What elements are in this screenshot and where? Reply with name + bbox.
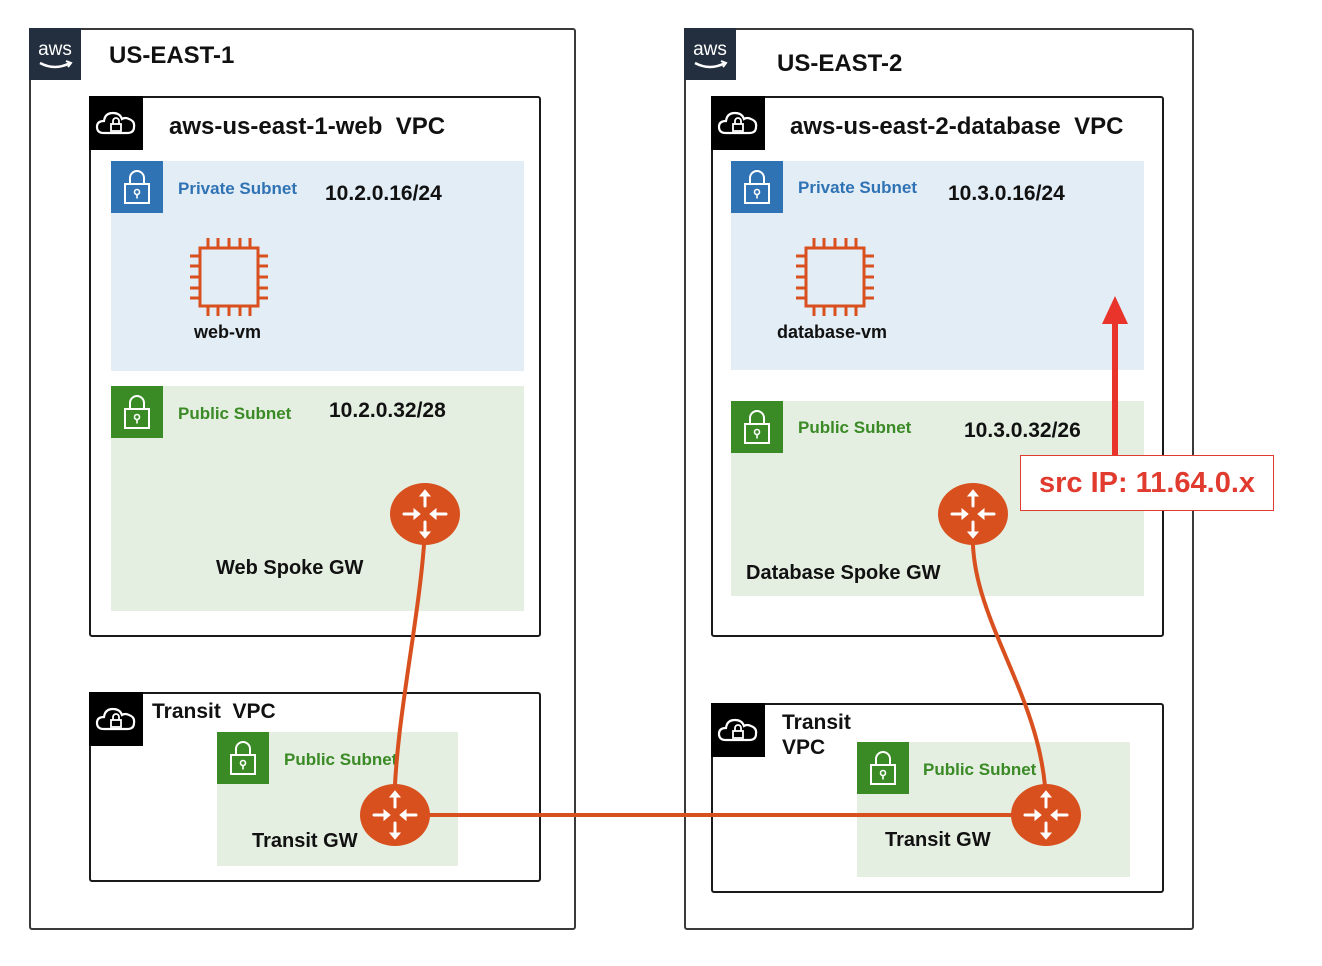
src-ip-annotation: src IP: 11.64.0.x (1020, 455, 1274, 511)
vpc-title: Transit VPC (782, 711, 851, 759)
aws-logo-text: aws (38, 39, 72, 60)
aws-logo-text: aws (693, 39, 727, 60)
padlock-icon (111, 161, 163, 213)
cloud-lock-icon (89, 692, 143, 746)
subnet-label: Public Subnet (798, 418, 912, 437)
subnet-cidr: 10.3.0.16/24 (948, 182, 1065, 205)
region-title: US-EAST-2 (777, 50, 903, 77)
subnet-label: Private Subnet (178, 179, 298, 198)
web-spoke-gw-icon (390, 483, 460, 545)
subnet-cidr: 10.2.0.16/24 (325, 182, 442, 205)
gateway-label: Transit GW (885, 829, 991, 851)
transit-gw-2-icon (1011, 784, 1081, 846)
aws-logo-icon: aws (684, 28, 736, 80)
cloud-lock-icon (711, 96, 765, 150)
subnet-label: Public Subnet (923, 760, 1037, 779)
subnet-cidr: 10.2.0.32/28 (329, 399, 446, 422)
database-spoke-gw-icon (938, 483, 1008, 545)
gateway-label: Database Spoke GW (746, 562, 941, 584)
subnet-cidr: 10.3.0.32/26 (964, 419, 1081, 442)
vm-label: database-vm (777, 322, 888, 342)
private-subnet (111, 161, 524, 371)
gateway-label: Transit GW (252, 830, 358, 852)
vpc-title: aws-us-east-1-web VPC (169, 113, 446, 140)
vm-label: web-vm (194, 322, 262, 342)
aws-logo-icon: aws (29, 28, 81, 80)
region-title: US-EAST-1 (109, 42, 235, 69)
padlock-icon (111, 386, 163, 438)
transit-gw-1-icon (360, 784, 430, 846)
padlock-icon (217, 732, 269, 784)
cloud-lock-icon (711, 703, 765, 757)
subnet-label: Public Subnet (284, 750, 398, 769)
padlock-icon (731, 401, 783, 453)
ec2-chip-icon (190, 238, 268, 316)
padlock-icon (731, 161, 783, 213)
gateway-label: Web Spoke GW (216, 557, 364, 579)
padlock-icon (857, 742, 909, 794)
ec2-chip-icon (796, 238, 874, 316)
subnet-label: Private Subnet (798, 178, 918, 197)
subnet-label: Public Subnet (178, 404, 292, 423)
vpc-title: aws-us-east-2-database VPC (790, 113, 1124, 140)
cloud-lock-icon (89, 96, 143, 150)
vpc-title: Transit VPC (152, 700, 276, 723)
